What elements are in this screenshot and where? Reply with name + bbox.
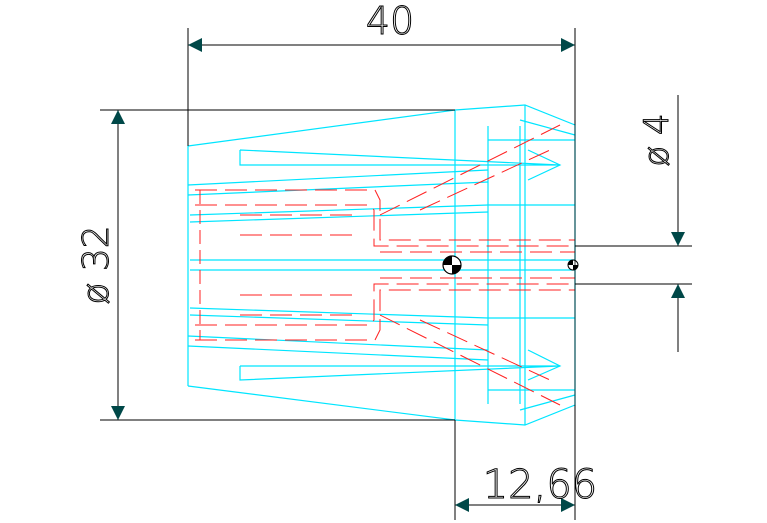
hidden-lines (195, 124, 575, 406)
label-outer-diameter: ø 32 (76, 225, 117, 304)
label-nose-length: 12,66 (483, 462, 598, 508)
label-overall-length: 40 (366, 0, 414, 43)
dimension-lines (100, 28, 692, 520)
center-mark-nose (567, 259, 579, 271)
center-mark-main (442, 255, 462, 275)
label-bore-diameter: ø 4 (637, 113, 677, 166)
collet-outline (187, 104, 576, 426)
